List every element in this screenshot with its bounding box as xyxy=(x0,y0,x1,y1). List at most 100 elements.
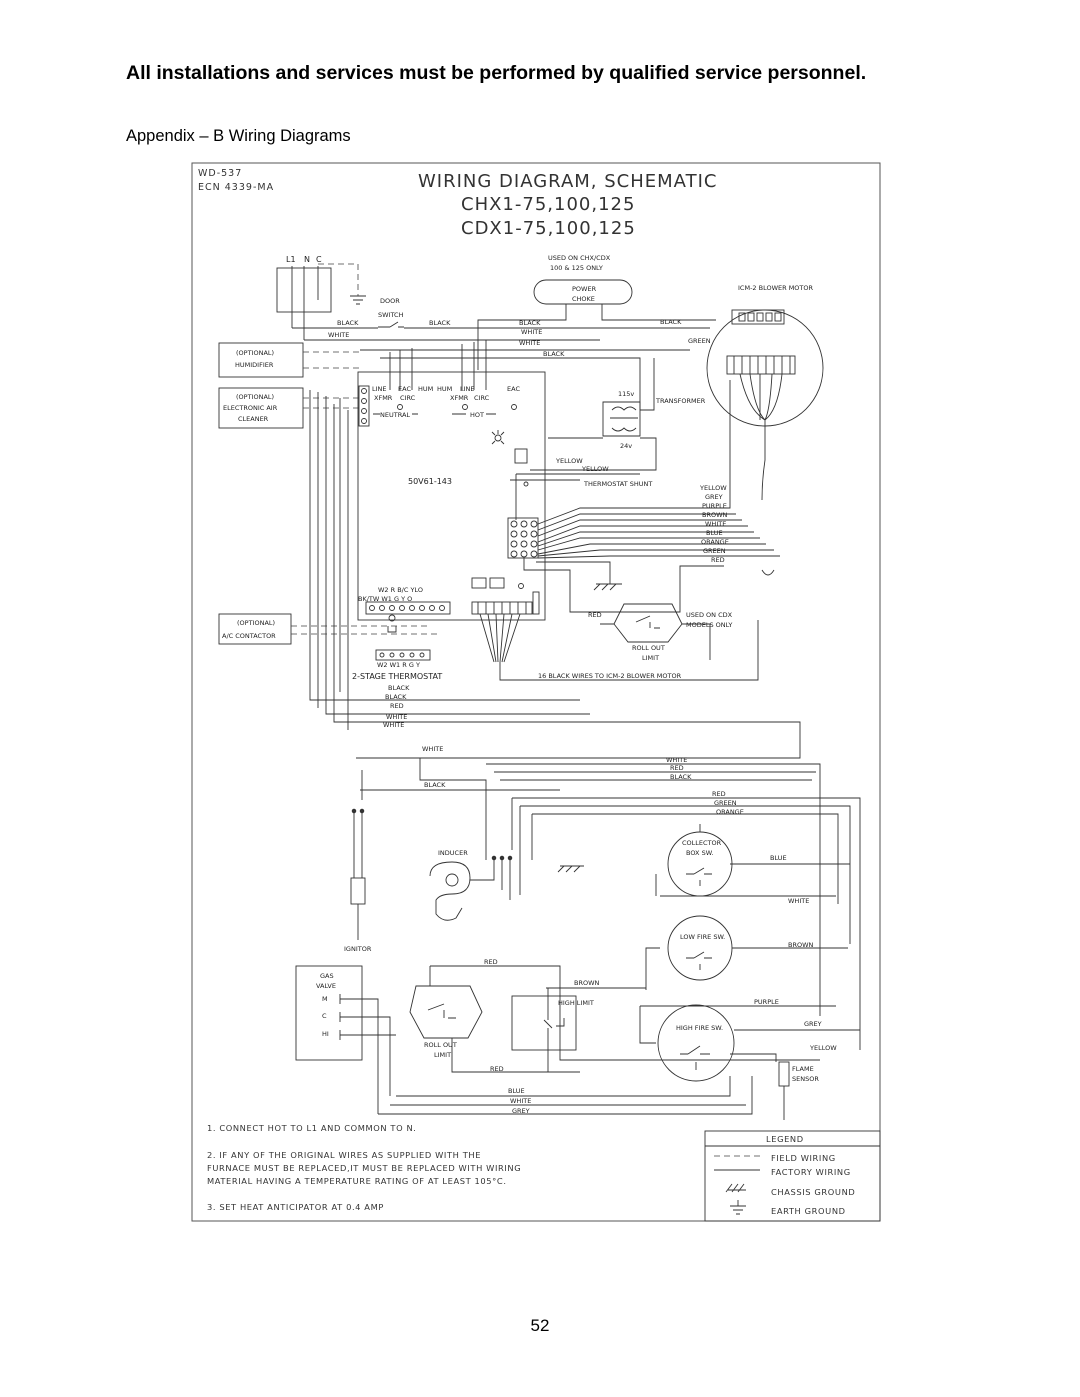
section-title: Appendix – B Wiring Diagrams xyxy=(126,127,351,145)
wire-red-3: RED xyxy=(490,1065,504,1073)
tstat-bottom: BK/TW W1 G Y O xyxy=(358,595,412,603)
svg-text:BROWN: BROWN xyxy=(702,511,728,519)
board-xfmr-2: XFMR xyxy=(450,394,469,402)
svg-text:GREY: GREY xyxy=(705,493,723,501)
earth-ground-icon xyxy=(350,295,366,305)
svg-text:YELLOW: YELLOW xyxy=(699,484,727,492)
svg-text:RED: RED xyxy=(670,764,684,772)
tstat-led-icon xyxy=(518,583,524,589)
wire-black-5: BLACK xyxy=(543,350,565,358)
board-circ-1: CIRC xyxy=(400,394,416,402)
high-fire-label: HIGH FIRE SW. xyxy=(676,1024,723,1032)
flame-label-2: SENSOR xyxy=(792,1075,819,1083)
wire-blue-1: BLUE xyxy=(770,854,787,862)
svg-text:WHITE: WHITE xyxy=(510,1097,531,1105)
rollout-bottom-2: LIMIT xyxy=(434,1051,451,1059)
wire-green-1: GREEN xyxy=(688,337,711,345)
thermostat-block xyxy=(375,649,431,661)
flame-sensor xyxy=(778,1061,790,1087)
rollout-top-1: ROLL OUT xyxy=(632,644,665,652)
board-line: LINE xyxy=(372,385,387,393)
high-fire-switch xyxy=(657,1004,735,1082)
board-line-2: LINE xyxy=(460,385,475,393)
svg-text:ORANGE: ORANGE xyxy=(701,538,729,546)
tstat-top: W2 R B/C YLO xyxy=(378,586,423,594)
humidifier-label: HUMIDIFIER xyxy=(235,361,274,369)
v24-label: 24v xyxy=(620,442,632,450)
chassis-ground-icon-2 xyxy=(557,865,584,873)
terminal-l1: L1 xyxy=(286,255,296,264)
svg-text:BLACK: BLACK xyxy=(388,684,410,692)
rollout-limit-bottom xyxy=(409,985,483,1039)
low-fire-label: LOW FIRE SW. xyxy=(680,933,725,941)
board-hot: HOT xyxy=(470,411,484,419)
wire-brown-2: BROWN xyxy=(574,979,600,987)
transformer-label: TRANSFORMER xyxy=(655,397,706,405)
wire-red-2: RED xyxy=(484,958,498,966)
door-switch xyxy=(378,321,404,328)
svg-text:GREEN: GREEN xyxy=(703,547,726,555)
power-choke xyxy=(533,279,633,305)
low-fire-switch xyxy=(667,915,733,981)
wire-white-3: WHITE xyxy=(519,339,540,347)
svg-text:BLACK: BLACK xyxy=(385,693,407,701)
motor-wire-labels: YELLOW GREY PURPLE BROWN WHITE BLUE ORAN… xyxy=(699,484,729,564)
ignitor xyxy=(350,877,366,905)
ac-optional: (OPTIONAL) xyxy=(237,619,275,627)
legend-factory-wiring: FACTORY WIRING xyxy=(771,1167,851,1177)
rollout-bottom-1: ROLL OUT xyxy=(424,1041,457,1049)
rollout-top-2: LIMIT xyxy=(642,654,659,662)
page-heading: All installations and services must be p… xyxy=(126,62,867,84)
wire-grey: GREY xyxy=(804,1020,822,1028)
wire-red-cdx: RED xyxy=(588,611,602,619)
wire-yellow-1: YELLOW xyxy=(555,457,583,465)
board-circ-2: CIRC xyxy=(474,394,490,402)
collector-label-2: BOX SW. xyxy=(686,849,713,857)
note-2b: FURNACE MUST BE REPLACED,IT MUST BE REPL… xyxy=(207,1163,521,1173)
control-board xyxy=(357,371,546,621)
note-3: 3. SET HEAT ANTICIPATOR AT 0.4 AMP xyxy=(207,1202,384,1212)
used-on-cdx: USED ON CDX xyxy=(686,611,733,619)
chassis-ground-icon xyxy=(593,583,622,591)
board-hum-2: HUM xyxy=(437,385,452,393)
motor-plug xyxy=(507,517,539,559)
board-terminal-strip xyxy=(358,385,370,427)
inducer-label: INDUCER xyxy=(438,849,468,857)
gas-label-2: VALVE xyxy=(316,982,336,990)
humidifier-optional: (OPTIONAL) xyxy=(236,349,274,357)
legend-field-wiring: FIELD WIRING xyxy=(771,1153,836,1163)
power-label: POWER xyxy=(572,285,597,293)
model-line-2: CDX1-75,100,125 xyxy=(461,218,636,239)
right-wire-labels-a: WHITE RED BLACK xyxy=(666,756,692,781)
note-1: 1. CONNECT HOT TO L1 AND COMMON TO N. xyxy=(207,1123,416,1133)
used-on-100-125: 100 & 125 ONLY xyxy=(550,264,603,272)
terminal-n: N xyxy=(304,255,310,264)
wire-yellow-2: YELLOW xyxy=(581,465,609,473)
gas-c: C xyxy=(322,1012,327,1020)
gas-hi: HI xyxy=(322,1030,329,1038)
blower-motor-label: ICM-2 BLOWER MOTOR xyxy=(738,284,814,292)
diagram-frame xyxy=(191,162,881,1222)
note-2a: 2. IF ANY OF THE ORIGINAL WIRES AS SUPPL… xyxy=(207,1150,481,1160)
choke-label: CHOKE xyxy=(572,295,595,303)
svg-text:GREY: GREY xyxy=(512,1107,530,1115)
wire-white-4: WHITE xyxy=(422,745,443,753)
board-neutral: NEUTRAL xyxy=(380,411,410,419)
wire-white-5: WHITE xyxy=(788,897,809,905)
svg-text:BLUE: BLUE xyxy=(508,1087,525,1095)
svg-text:RED: RED xyxy=(712,790,726,798)
svg-text:GREEN: GREEN xyxy=(714,799,737,807)
right-wire-labels-b: RED GREEN ORANGE xyxy=(712,790,744,816)
rollout-limit-top xyxy=(613,603,683,643)
legend-box xyxy=(704,1130,881,1222)
blower-motor xyxy=(706,309,824,427)
legend-chassis-ground: CHASSIS GROUND xyxy=(771,1187,855,1197)
legend-chassis-icon xyxy=(725,1183,746,1193)
ignitor-label: IGNITOR xyxy=(344,945,372,953)
svg-text:RED: RED xyxy=(390,702,404,710)
doc-code: WD-537 xyxy=(198,168,242,179)
board-id: 50V61-143 xyxy=(408,477,452,486)
gas-m: M xyxy=(322,995,328,1003)
note-2c: MATERIAL HAVING A TEMPERATURE RATING OF … xyxy=(207,1176,507,1186)
